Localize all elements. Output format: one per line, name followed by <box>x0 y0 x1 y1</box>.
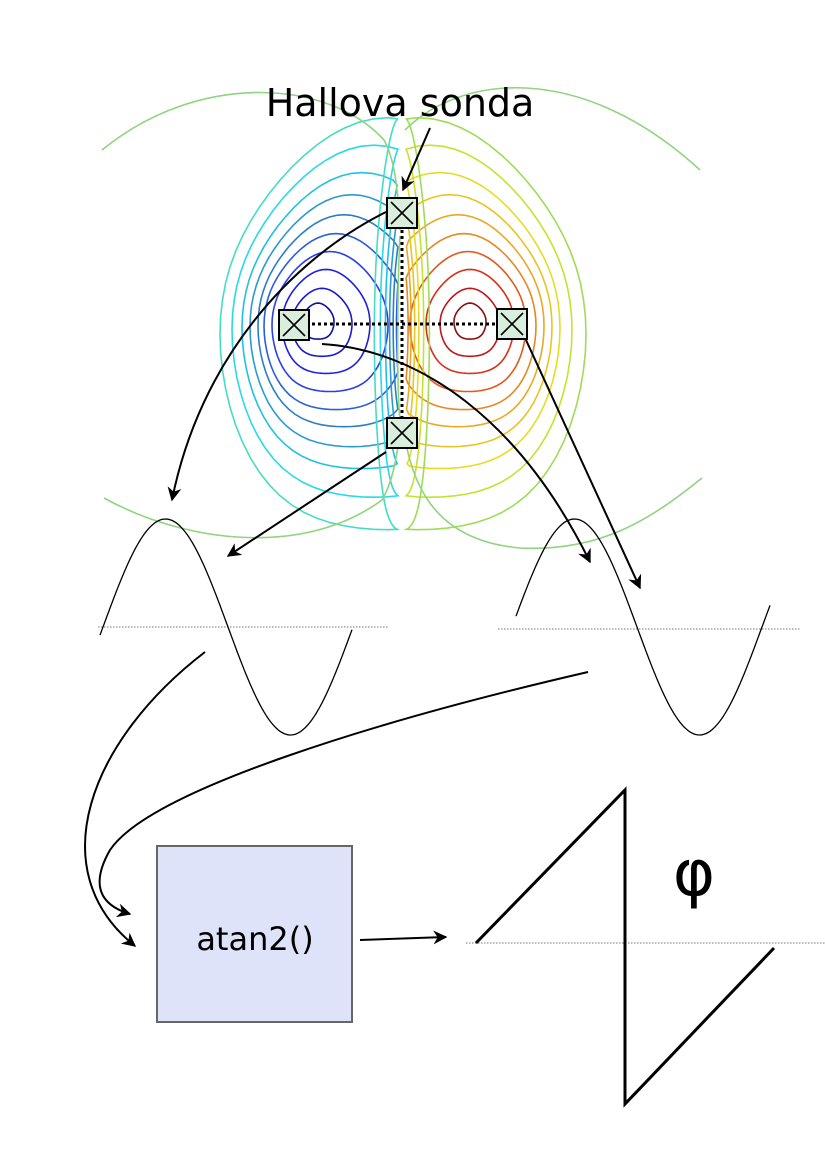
contour-line <box>406 193 553 448</box>
contour-line <box>231 144 400 499</box>
contour-line <box>404 144 573 499</box>
contour-line <box>263 232 399 411</box>
contour-line <box>405 232 537 411</box>
arrow-bottom-to-left-wave <box>226 451 387 557</box>
arrow-left-to-right-wave <box>321 343 591 564</box>
contour-line <box>219 116 401 531</box>
contour-line <box>401 419 703 550</box>
left-wave-signal <box>99 518 353 736</box>
contour-line <box>453 302 487 340</box>
hall-sensor-bottom <box>386 417 418 449</box>
contour-line <box>405 213 545 428</box>
atan2-box <box>156 845 353 1023</box>
contour-line <box>404 86 701 171</box>
hall-sensor-left <box>278 309 310 341</box>
arrow-left-wave-to-atan2 <box>84 651 206 947</box>
arrow-right-to-right-wave <box>525 339 642 590</box>
contour-line <box>403 116 587 531</box>
contour-line <box>103 429 401 539</box>
arrow-right-wave-to-atan2 <box>98 671 589 918</box>
magnetic-field-contours <box>101 86 703 550</box>
contour-line <box>271 250 389 393</box>
hall-sensor-right <box>496 308 528 340</box>
probe-label: Hallova sonda <box>266 81 535 125</box>
right-wave-signal <box>515 518 771 736</box>
contour-line <box>406 171 561 470</box>
contour-line <box>396 235 401 421</box>
phase-sawtooth <box>474 786 776 1108</box>
atan2-label: atan2() <box>196 920 313 958</box>
phi-symbol: φ <box>673 837 715 911</box>
arrow-top-to-left-wave <box>167 211 387 502</box>
contour-line <box>439 287 501 358</box>
probe-label-arrow <box>401 127 431 192</box>
hall-sensor-top <box>386 197 418 229</box>
contour-line <box>101 91 401 231</box>
arrow-atan2-to-phase <box>359 930 448 945</box>
